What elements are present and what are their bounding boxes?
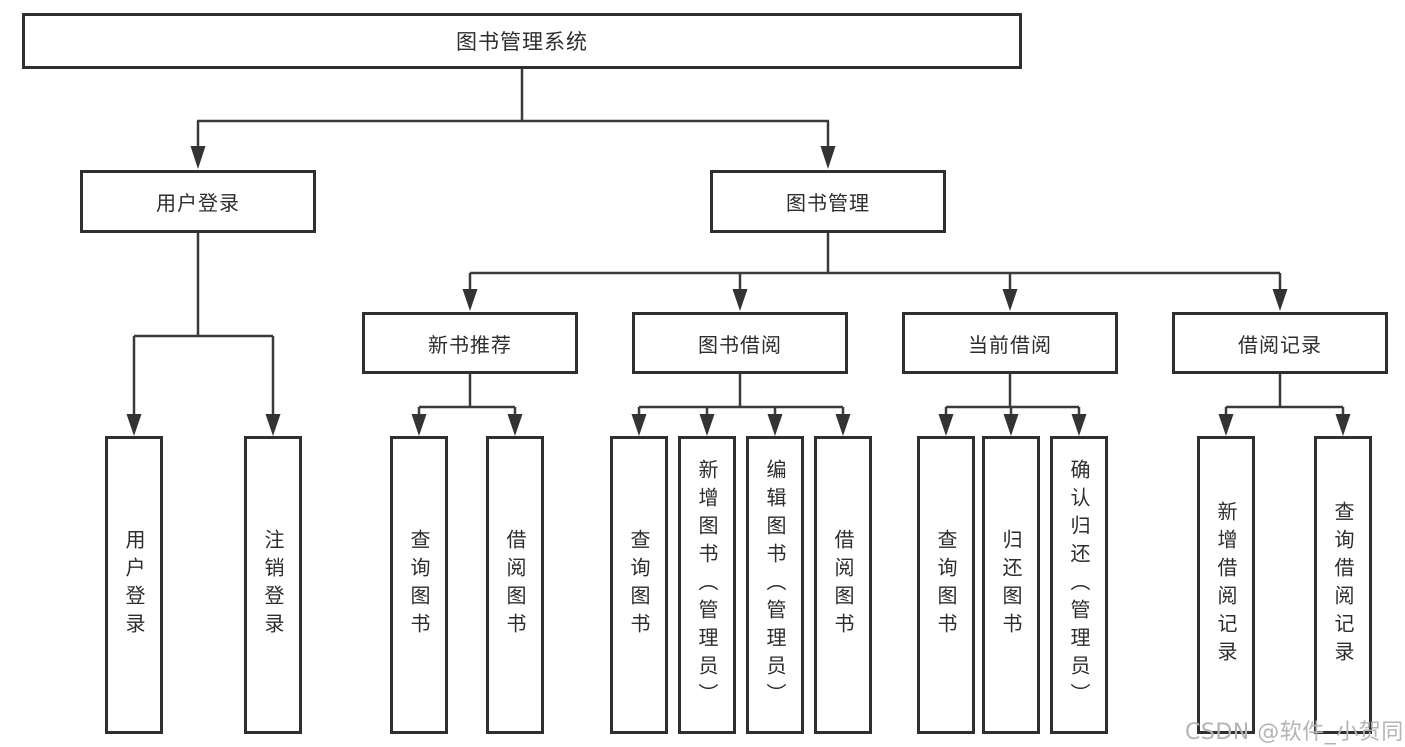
node-label: 查询图书 [934,529,958,641]
node-current-borrowing: 当前借阅 [902,312,1118,374]
node-new-book-recommendation: 新书推荐 [362,312,578,374]
leaf-query-books: 查询图书 [390,436,448,734]
arrowhead [1272,289,1288,311]
node-user-login: 用户登录 [80,170,316,233]
node-label: 确认归还（管理员） [1067,459,1091,711]
node-label: 借阅图书 [831,529,855,641]
node-borrowing-records: 借阅记录 [1172,312,1388,374]
node-label: 查询借阅记录 [1331,501,1355,669]
node-label: 当前借阅 [968,332,1052,357]
csdn-watermark: CSDN @软件_小贺同学 [1185,720,1405,745]
connector-user-login-to-leaves [126,233,281,436]
arrowhead [1003,414,1019,436]
node-label: 图书借阅 [698,332,782,357]
node-label: 借阅记录 [1238,332,1322,357]
node-label: 查询图书 [407,529,431,641]
node-label: 新书推荐 [428,332,512,357]
arrowhead [1071,414,1087,436]
arrowhead [938,414,954,436]
node-library-management-system: 图书管理系统 [22,13,1022,69]
leaf-add-books-admin: 新增图书（管理员） [678,436,736,734]
connector-new-book-to-leaves [411,374,523,436]
arrowhead [462,289,478,311]
arrowhead [631,414,647,436]
arrowhead [835,414,851,436]
node-label: 用户登录 [122,529,146,641]
node-label: 图书管理 [786,191,870,215]
arrowhead [1335,414,1351,436]
leaf-logout: 注销登录 [244,436,302,734]
arrowhead [732,289,748,311]
arrowhead [767,414,783,436]
leaf-query-borrow-record: 查询借阅记录 [1314,436,1372,734]
leaf-query-books-2: 查询图书 [610,436,668,734]
leaf-query-books-3: 查询图书 [917,436,975,734]
arrowhead [1218,414,1234,436]
leaf-return-books: 归还图书 [982,436,1040,734]
node-label: 编辑图书（管理员） [763,459,787,711]
arrowhead [411,414,427,436]
arrowhead [507,414,523,436]
arrowhead [190,146,206,169]
leaf-borrow-books-2: 借阅图书 [814,436,872,734]
node-label: 借阅图书 [503,529,527,641]
arrowhead [265,414,281,436]
node-label: 图书管理系统 [456,30,588,54]
connector-book-mgmt-to-level3 [462,233,1288,311]
arrowhead [126,414,142,436]
connector-borrow-record-to-leaves [1218,374,1351,436]
node-label: 注销登录 [261,529,285,641]
leaf-user-login: 用户登录 [105,436,163,734]
leaf-borrow-books: 借阅图书 [486,436,544,734]
node-book-borrowing: 图书借阅 [632,312,848,374]
arrowhead [699,414,715,436]
node-label: 新增图书（管理员） [695,459,719,711]
node-label: 归还图书 [999,529,1023,641]
arrowhead [1002,289,1018,311]
node-label: 查询图书 [627,529,651,641]
leaf-edit-books-admin: 编辑图书（管理员） [746,436,804,734]
connector-root-to-level2 [190,69,836,169]
node-label: 新增借阅记录 [1214,501,1238,669]
node-book-management: 图书管理 [710,170,946,233]
connector-book-borrow-to-leaves [631,374,851,436]
connector-current-borrow-to-leaves [938,374,1087,436]
leaf-confirm-return-admin: 确认归还（管理员） [1050,436,1108,734]
leaf-add-borrow-record: 新增借阅记录 [1197,436,1255,734]
arrowhead [820,146,836,169]
node-label: 用户登录 [156,191,240,215]
